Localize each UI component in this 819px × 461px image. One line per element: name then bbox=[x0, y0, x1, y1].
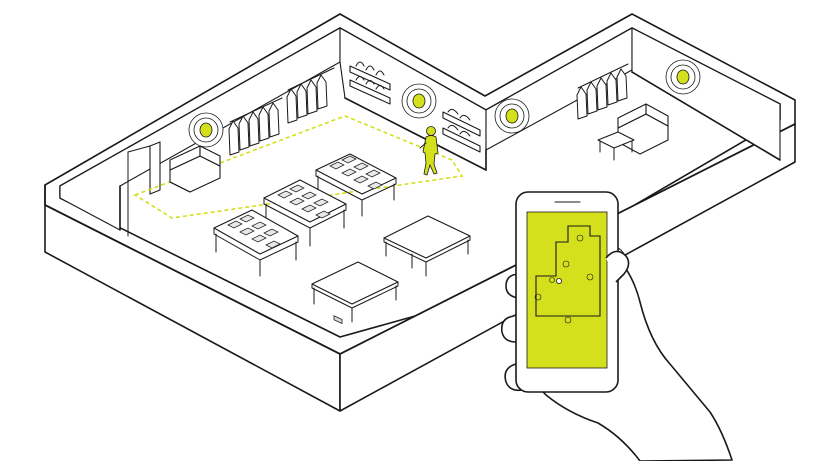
display-table bbox=[263, 179, 347, 247]
clothing-rack bbox=[228, 97, 283, 156]
thumb bbox=[605, 250, 630, 283]
display-table bbox=[213, 209, 299, 277]
phone-screen bbox=[526, 211, 608, 369]
sofa bbox=[169, 145, 221, 193]
tracking-zone bbox=[133, 115, 464, 219]
side-table bbox=[597, 131, 635, 161]
shopper-figure bbox=[419, 126, 439, 176]
user-location-dot bbox=[556, 277, 563, 284]
beacon-icon bbox=[665, 59, 701, 95]
beacon-icon bbox=[494, 98, 530, 134]
screen-floorplan bbox=[535, 225, 601, 317]
beacon-icon bbox=[188, 112, 224, 148]
screen-beacon-icon bbox=[534, 234, 594, 324]
wall-shelf bbox=[349, 61, 391, 105]
sofa bbox=[617, 103, 669, 155]
empty-table bbox=[311, 261, 399, 323]
smartphone bbox=[515, 191, 619, 393]
display-table bbox=[315, 153, 397, 325]
empty-table bbox=[383, 215, 471, 277]
beacon-icon bbox=[401, 83, 437, 119]
clothing-rack bbox=[576, 63, 629, 120]
clothing-rack bbox=[286, 67, 335, 124]
wall-shelf bbox=[442, 108, 481, 153]
